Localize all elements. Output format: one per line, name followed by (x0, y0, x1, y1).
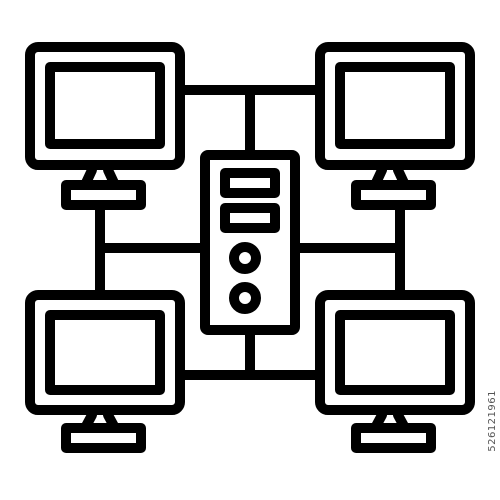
top-connector-line (175, 85, 325, 160)
server-slot-2 (220, 203, 280, 233)
server-tower-icon (200, 150, 300, 335)
server-slot-1 (220, 168, 280, 198)
monitor-bottom-left-icon (25, 290, 185, 453)
bottom-connector-line (175, 325, 325, 380)
monitor-top-left-icon (25, 42, 185, 210)
server-button-2 (229, 282, 261, 314)
network-connection-lines (95, 85, 405, 380)
server-button-1 (229, 242, 261, 274)
stock-id-watermark: 526121961 (487, 390, 498, 452)
monitor-top-right-icon (315, 42, 475, 210)
monitor-bottom-right-icon (315, 290, 475, 453)
middle-connector-line (95, 200, 405, 300)
